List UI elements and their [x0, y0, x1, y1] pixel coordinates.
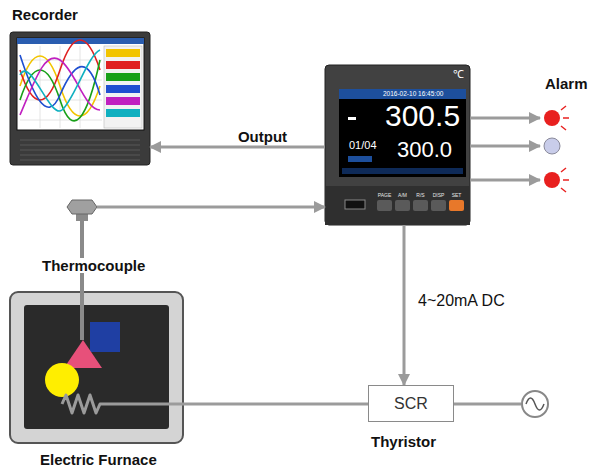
key-label: A/M: [395, 193, 410, 198]
monitor-screen: [17, 38, 144, 130]
button-panel: [325, 186, 470, 225]
value-panel: [104, 46, 142, 128]
segment-number: 01/04: [349, 140, 377, 151]
box-label: SCR: [369, 396, 453, 412]
monitor-frame: [10, 32, 150, 165]
key-button: [449, 200, 464, 211]
lamp-rays: [561, 168, 569, 192]
alarm-lamp-off: [544, 138, 560, 154]
chart-grid: [20, 46, 102, 128]
workpiece-circle: [45, 363, 79, 397]
key-button: [413, 200, 428, 211]
node-heading: Thermocouple: [40, 258, 147, 273]
set-value: 300.0: [397, 139, 452, 161]
status-bar: [342, 168, 463, 174]
alarm-arrow: [470, 145, 540, 148]
thermocouple-box: Thermocouple: [67, 200, 97, 214]
workpiece-triangle: [64, 340, 102, 368]
unit-symbol: ℃: [453, 69, 464, 80]
lamp-rays: [561, 106, 569, 130]
process-value: 300.5: [385, 101, 460, 131]
sine-wave: [526, 398, 544, 410]
controller-screen: [339, 89, 466, 177]
ac-source-symbol: [522, 391, 548, 417]
ac-source: [442, 391, 548, 417]
controller-unit: [325, 65, 470, 225]
alarm-lamp-on: [544, 172, 560, 188]
connector: [97, 206, 325, 209]
thermocouple-stem: [80, 220, 84, 340]
edge-label: 4~20mA DC: [416, 293, 507, 309]
controller-body: [325, 65, 470, 225]
furnace-housing: [10, 292, 183, 443]
key-button: [395, 200, 410, 211]
status-tag: [348, 156, 372, 162]
date-time: 2016-02-10 16:45:00: [383, 91, 443, 98]
alarm-arrow: [470, 179, 540, 182]
key-label: PAGE: [377, 193, 392, 198]
alarm-arrow: [470, 117, 540, 120]
node-heading: Thyristor: [371, 434, 436, 449]
connector: [183, 403, 368, 406]
edge-label: Output: [236, 129, 289, 144]
connector: [403, 225, 406, 385]
thermocouple-head: [67, 200, 97, 214]
screen-header: [339, 89, 466, 99]
node-heading: Recorder: [12, 7, 78, 22]
controller-box: ℃ 2016-02-10 16:45:00 300.5 01/04 300.0PAGEA…: [325, 65, 470, 225]
key-button: [377, 200, 392, 211]
alarm-outputs: [470, 106, 569, 192]
key-label: R/S: [413, 193, 428, 198]
alarm-lamp-on: [544, 110, 560, 126]
screen-header: [17, 38, 144, 44]
scr-box: SCRThyristor: [368, 385, 454, 422]
furnace-box: Electric Furnace: [10, 292, 183, 443]
group-label: Alarm: [545, 76, 588, 91]
connector: [150, 146, 325, 149]
node-heading: Electric Furnace: [40, 452, 157, 467]
key-label: DISP: [431, 193, 446, 198]
key-button: [431, 200, 446, 211]
key-label: SET: [449, 193, 464, 198]
recorder-monitor: [10, 32, 150, 165]
workpiece-square: [90, 322, 120, 352]
heater-resistor: [62, 395, 183, 413]
speaker-grill: [20, 140, 140, 160]
chart-curves: [20, 40, 100, 121]
sign-mark: [348, 117, 356, 120]
furnace-drawing: [10, 292, 183, 443]
recorder-box: Recorder: [10, 32, 150, 165]
usb-port: [345, 200, 365, 209]
